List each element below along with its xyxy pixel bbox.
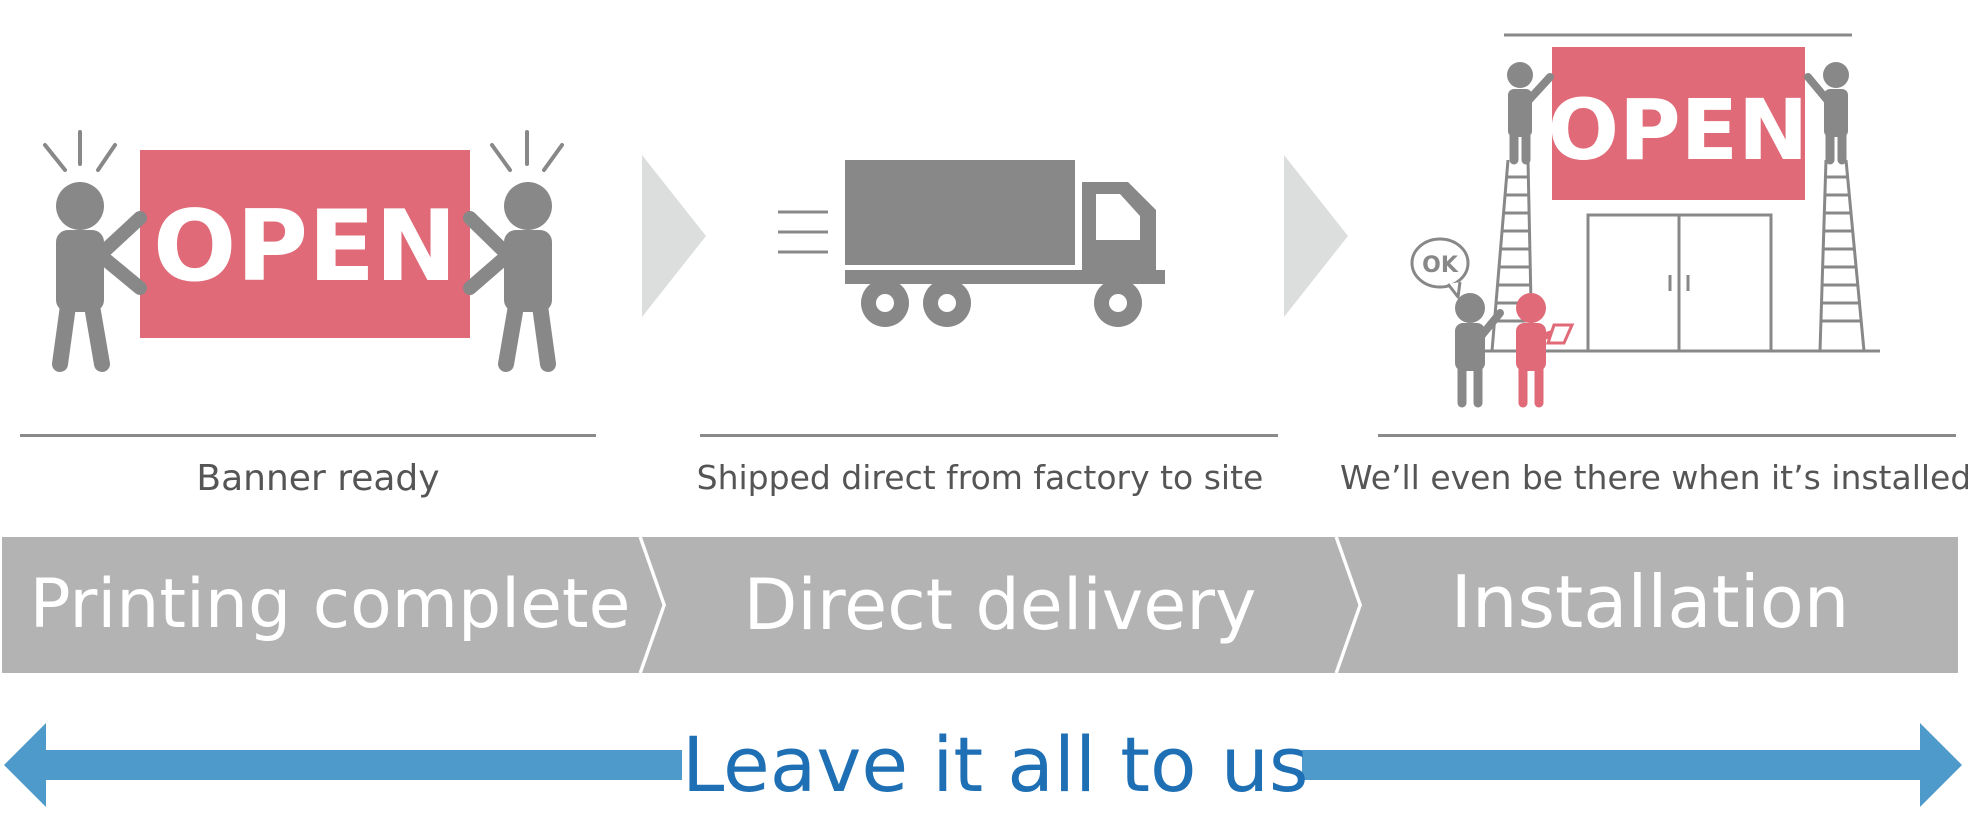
worker-left-icon [1507,62,1554,165]
divider-step-2 [700,434,1278,437]
chevron-right-icon [642,155,706,317]
customer-person-icon [1516,293,1575,408]
installed-open-sign [1552,47,1805,200]
caption-installation-attend: We’ll even be there when it’s installed [1340,458,1968,497]
banner-open-text: OPEN [153,190,457,304]
person-right-icon [463,182,556,372]
banner-ready-illustration: OPEN [43,130,564,372]
person-left-icon [52,182,147,372]
delivery-truck-icon [778,160,1165,327]
stage-installation: Installation [1450,560,1850,644]
stage-segment-2 [642,537,1360,673]
caption-shipped-direct: Shipped direct from factory to site [696,458,1264,497]
excitement-marks-left [43,130,117,172]
excitement-marks-right [490,130,564,172]
ladder-right-icon [1818,159,1866,352]
divider-step-1 [20,434,596,437]
installed-sign-text: OPEN [1548,81,1809,179]
open-banner [140,150,470,338]
worker-right-icon [1804,62,1849,165]
chevron-right-icon [1284,155,1348,317]
bubble-ok-text: OK [1422,253,1459,278]
ladder-left-icon [1490,159,1534,352]
slogan-text: Leave it all to us [682,715,1308,815]
process-band [2,537,1958,673]
speech-bubble-icon: OK [1410,237,1470,299]
divider-step-3 [1378,434,1956,437]
stage-printing-complete: Printing complete [29,565,631,644]
speed-lines [778,210,828,254]
caption-banner-ready: Banner ready [196,458,440,499]
stage-segment-1 [2,537,664,673]
stage-direct-delivery: Direct delivery [743,564,1257,646]
stage-segment-3 [1338,537,1958,673]
staff-person-icon [1455,293,1504,408]
storefront [1480,213,1880,353]
installation-illustration: OPEN [1410,33,1880,408]
